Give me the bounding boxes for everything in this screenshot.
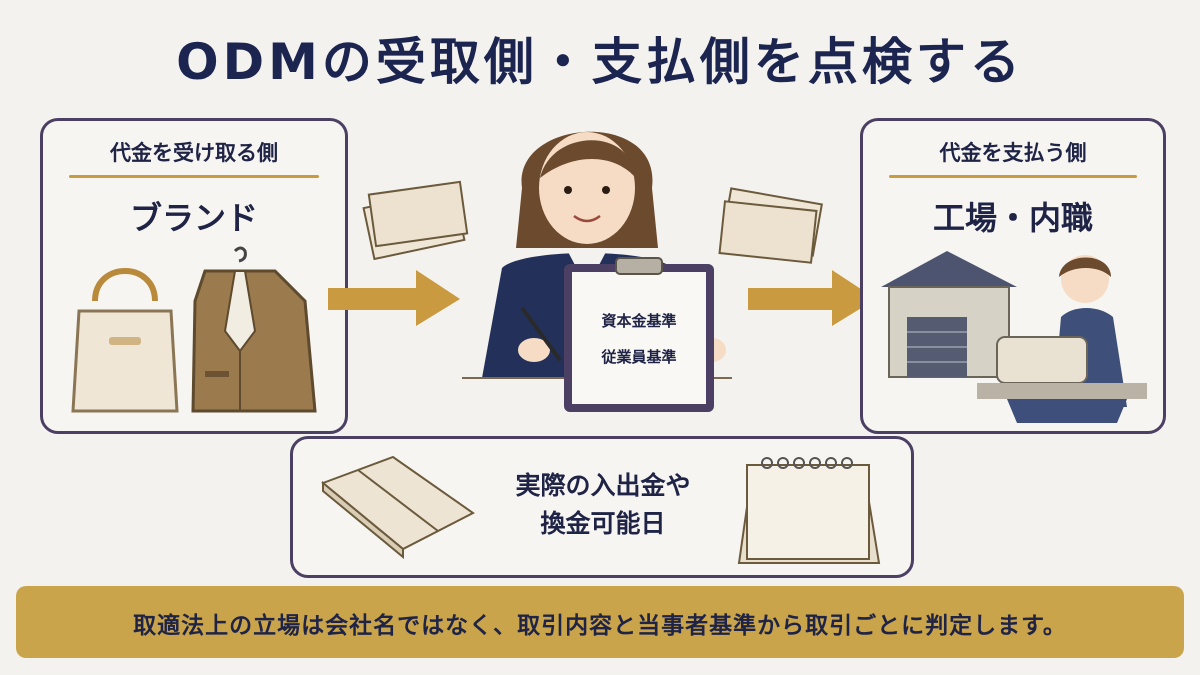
- arrow-right-icon: [328, 270, 460, 326]
- desk-calendar-icon: [737, 457, 881, 564]
- clipboard-icon: [564, 257, 714, 412]
- factory-panel-label: 代金を支払う側: [939, 141, 1087, 165]
- factory-worker-illustration: [881, 251, 1147, 423]
- document-stack-icon: [362, 180, 469, 260]
- handbag-icon: [71, 268, 179, 413]
- document-stack-icon-right: [718, 187, 823, 264]
- clipboard-line-capital: 資本金基準: [601, 312, 677, 330]
- factory-panel: 代金を支払う側 工場・内職: [860, 118, 1166, 434]
- cashflow-panel: 実際の入出金や 換金可能日: [290, 436, 914, 578]
- brand-panel-label: 代金を受け取る側: [110, 141, 278, 165]
- summary-banner: 取適法上の立場は会社名ではなく、取引内容と当事者基準から取引ごとに判定します。: [16, 586, 1184, 658]
- handbag-jacket-illustration: [71, 246, 317, 413]
- factory-icon: [881, 251, 1017, 378]
- ledger-book-icon: [321, 455, 475, 560]
- brand-panel-divider: [69, 175, 319, 178]
- cashflow-line-1: 実際の入出金や: [515, 471, 691, 500]
- factory-panel-divider: [889, 175, 1137, 178]
- cashflow-text: 実際の入出金や 換金可能日: [483, 467, 723, 543]
- page-title: ODMの受取側・支払側を点検する: [176, 33, 1024, 91]
- factory-panel-name: 工場・内職: [932, 199, 1093, 237]
- jacket-icon: [191, 246, 317, 413]
- brand-panel-name: ブランド: [129, 199, 258, 237]
- arrow-right-icon-2: [748, 270, 876, 326]
- brand-panel: 代金を受け取る側 ブランド: [40, 118, 348, 434]
- clipboard-line-employees: 従業員基準: [601, 348, 677, 366]
- sewing-worker-icon: [977, 255, 1147, 423]
- summary-banner-text: 取適法上の立場は会社名ではなく、取引内容と当事者基準から取引ごとに判定します。: [133, 613, 1067, 639]
- cashflow-line-2: 換金可能日: [540, 509, 666, 538]
